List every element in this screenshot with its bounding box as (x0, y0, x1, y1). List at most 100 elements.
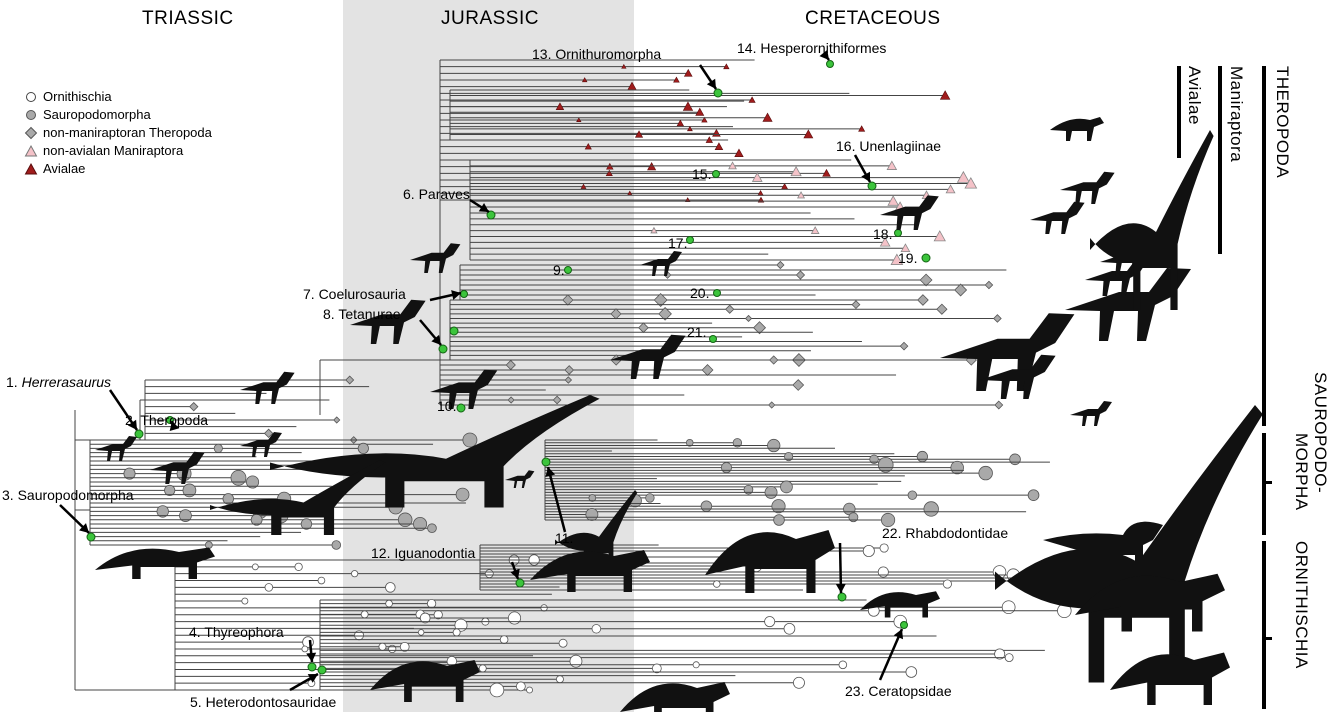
taxon-marker (242, 598, 248, 604)
taxon-marker (768, 439, 780, 451)
taxon-marker (934, 231, 945, 241)
taxon-marker (924, 502, 939, 517)
taxon-marker (774, 515, 785, 526)
taxon-marker (995, 401, 1003, 409)
taxon-marker (1028, 490, 1039, 501)
taxon-marker (516, 682, 525, 691)
taxon-marker (955, 284, 967, 296)
taxon-marker (951, 461, 964, 474)
taxon-marker (295, 563, 302, 570)
node-label-15: 15. (692, 166, 711, 182)
taxon-marker (770, 356, 778, 364)
node-highlight (710, 336, 717, 343)
node-highlight (461, 291, 468, 298)
node-highlight (87, 533, 95, 541)
clade-bar-avialae (1177, 66, 1181, 158)
taxon-marker (541, 605, 547, 611)
taxon-marker (765, 617, 775, 627)
legend: Ornithischia Sauropodomorpha non-manirap… (24, 88, 212, 178)
node-label-hesperornithiformes: 14. Hesperornithiformes (737, 40, 886, 56)
node-highlight (827, 61, 834, 68)
node-label-iguanodontia: 12. Iguanodontia (371, 545, 475, 561)
legend-label: Ornithischia (43, 88, 112, 106)
triangle-pink-icon (24, 144, 38, 158)
clade-bar-sauropodomorpha (1262, 433, 1266, 535)
clade-bar-tick (1266, 637, 1272, 640)
node-label-21: 21. (687, 324, 706, 340)
clade-label-avialae: Avialae (1184, 66, 1204, 125)
theropod-silhouette (640, 251, 682, 276)
quadruped-silhouette (95, 548, 215, 580)
node-highlight (565, 267, 572, 274)
theropod-silhouette (1060, 172, 1115, 204)
node-label-9: 9. (553, 262, 565, 278)
node-label-19: 19. (898, 250, 917, 266)
taxon-marker (979, 466, 993, 480)
node-highlight (308, 663, 316, 671)
taxon-marker (1010, 454, 1021, 465)
taxon-marker (332, 541, 341, 550)
taxon-marker (646, 494, 655, 503)
taxon-marker (777, 261, 784, 268)
taxon-marker (772, 500, 785, 513)
node-label-rhabdodontidae: 22. Rhabdodontidae (882, 525, 1008, 541)
period-jurassic: JURASSIC (441, 8, 539, 30)
taxon-marker (361, 611, 368, 618)
taxon-marker (702, 365, 713, 376)
taxon-marker (943, 580, 951, 588)
period-cretaceous: CRETACEOUS (805, 8, 941, 30)
taxon-marker (908, 491, 917, 500)
triangle-red-icon (24, 162, 38, 176)
legend-item: non-maniraptoran Theropoda (24, 124, 212, 142)
taxon-marker (693, 662, 699, 668)
taxon-marker (920, 274, 932, 286)
quadruped-silhouette (1110, 653, 1230, 706)
taxon-marker (398, 513, 412, 527)
taxon-marker (231, 470, 246, 485)
taxon-marker (746, 315, 752, 321)
arrow-head (306, 653, 316, 662)
node-label-11: 11. (555, 530, 573, 546)
legend-label: non-maniraptoran Theropoda (43, 124, 212, 142)
quadruped-silhouette (620, 682, 730, 712)
circle-open-icon (24, 90, 38, 104)
taxon-marker (726, 305, 734, 313)
taxon-marker (334, 417, 340, 423)
taxon-marker (852, 301, 860, 309)
taxon-marker (556, 676, 563, 683)
node-label-coelurosauria: 7. Coelurosauria (303, 286, 406, 302)
taxon-marker (900, 342, 908, 350)
legend-item: Sauropodomorpha (24, 106, 212, 124)
taxon-marker (205, 542, 212, 549)
taxon-marker (463, 433, 477, 447)
taxon-marker (418, 630, 424, 636)
taxon-marker (427, 599, 435, 607)
taxon-marker (918, 295, 929, 306)
taxon-marker (592, 624, 601, 633)
taxon-marker (878, 567, 888, 577)
theropod-silhouette (1070, 401, 1112, 426)
node-highlight (439, 345, 447, 353)
taxon-marker (265, 584, 273, 592)
taxon-marker (1005, 654, 1013, 662)
taxon-marker (937, 304, 947, 314)
taxon-marker (351, 570, 357, 576)
node-label-sauropodomorpha: 3. Sauropodomorpha (2, 487, 134, 503)
taxon-marker (839, 661, 847, 669)
node-label-herrerasaurus: 1. Herrerasaurus (6, 374, 111, 390)
taxon-marker (559, 639, 567, 647)
clade-label-sauropodomorpha-line2: MORPHA (1291, 433, 1311, 511)
node-highlight (516, 579, 524, 587)
node-highlight (868, 182, 876, 190)
node-highlight (318, 666, 326, 674)
taxon-marker (781, 481, 793, 493)
taxon-marker (456, 488, 469, 501)
taxon-marker (485, 570, 493, 578)
taxon-marker (165, 485, 175, 495)
taxon-marker (214, 444, 222, 452)
clade-label-ornithischia: ORNITHISCHIA (1291, 541, 1311, 669)
taxon-marker (490, 683, 504, 697)
bird-silhouette (1050, 117, 1104, 141)
taxon-marker (863, 545, 874, 556)
